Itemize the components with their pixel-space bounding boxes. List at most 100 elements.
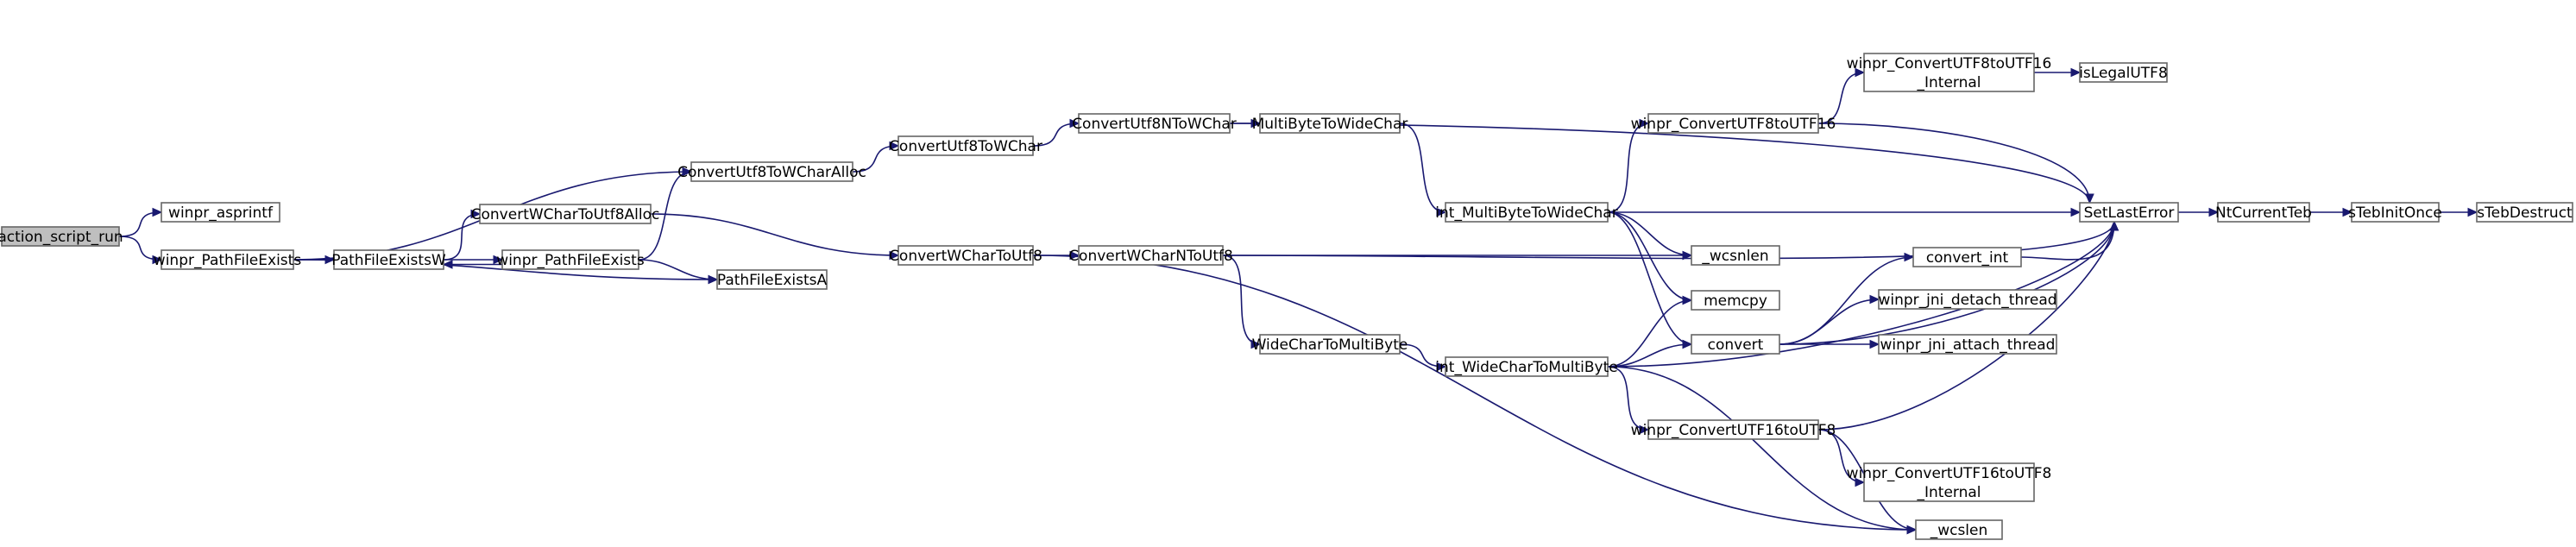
node-cwchartou8[interactable]: ConvertWCharToUtf8 (889, 245, 1042, 266)
edge-line (1607, 343, 1692, 368)
edge-line (118, 211, 162, 237)
node-asprintf[interactable]: winpr_asprintf (161, 202, 280, 223)
node-tebdestruct[interactable]: sTebDestruct (2476, 202, 2573, 223)
edge-line (443, 213, 481, 261)
edge-arrowhead (1250, 118, 1262, 129)
edge-arrowhead (470, 209, 482, 219)
node-jni-detach[interactable]: winpr_jni_detach_thread (1878, 289, 2057, 310)
node-label: winpr_ConvertUTF16toUTF8 (1631, 422, 1836, 439)
edges-layer (118, 67, 2478, 535)
node-pathfileexists[interactable]: winpr_PathFileExists (154, 249, 302, 270)
edge-line (1032, 255, 1917, 531)
edge (650, 213, 900, 261)
node-box (1691, 245, 1780, 266)
node-ntcurrentteb[interactable]: NtCurrentTeb (2215, 202, 2312, 223)
node-wcsnlen[interactable]: _wcsnlen (1691, 245, 1780, 266)
edge-line (1222, 221, 2115, 260)
edge-arrowhead (682, 167, 693, 177)
edge-arrowhead (152, 255, 163, 265)
node-label: PathFileExistsA (717, 272, 828, 289)
node-cwctou8alloc[interactable]: ConvertWCharToUtf8Alloc (471, 204, 660, 224)
node-box (898, 135, 1034, 156)
node-label: NtCurrentTeb (2215, 204, 2312, 222)
node-box (501, 249, 639, 270)
node-label: ConvertUtf8NToWChar (1072, 116, 1237, 133)
node-wctomb[interactable]: WideCharToMultiByte (1252, 334, 1408, 355)
node-box (1259, 113, 1401, 134)
node-mbtowc[interactable]: MultiByteToWideChar (1252, 113, 1408, 134)
node-tebinitonce[interactable]: sTebInitOnce (2348, 202, 2442, 223)
edge-arrowhead (2085, 193, 2094, 204)
edge (638, 167, 693, 261)
edge-arrowhead (1682, 295, 1693, 305)
edge (2439, 207, 2478, 217)
node-box (1912, 247, 2022, 267)
node-box (690, 161, 853, 182)
node-cu8ntowchar[interactable]: ConvertUtf8NToWChar (1072, 113, 1237, 134)
node-cvt16to8int[interactable]: winpr_ConvertUTF16toUTF8_Internal (1847, 462, 2052, 502)
node-label: PathFileExistsW (331, 252, 446, 269)
node-label: ConvertWCharToUtf8 (889, 248, 1042, 265)
node-label: convert_int (1926, 249, 2009, 267)
node-action[interactable]: action_script_run (0, 226, 123, 247)
node-convert[interactable]: convert (1691, 334, 1780, 355)
node-label: int_MultiByteToWideChar (1435, 204, 1617, 222)
nodes-layer: action_script_run winpr_asprintf winpr_Pat… (0, 53, 2573, 540)
node-box (898, 245, 1034, 266)
edge-arrowhead (1639, 424, 1650, 435)
edge-line (1607, 299, 1692, 368)
edge-arrowhead (2467, 207, 2478, 217)
node-pathfileexistsa[interactable]: PathFileExistsA (716, 269, 828, 290)
edge-arrowhead (2070, 67, 2082, 78)
edge-line (1779, 299, 1880, 345)
edge-line (1607, 211, 1692, 301)
node-label: WideCharToMultiByte (1252, 336, 1408, 354)
node-label: sTebDestruct (2477, 204, 2573, 222)
node-memcpy[interactable]: memcpy (1691, 290, 1780, 311)
node-label: convert (1708, 336, 1764, 354)
node-box (1, 226, 120, 247)
node-jni-attach[interactable]: winpr_jni_attach_thread (1878, 334, 2057, 355)
node-islegal[interactable]: isLegalUTF8 (2079, 62, 2168, 83)
edge-arrowhead (1069, 250, 1080, 261)
edge-arrowhead (1906, 525, 1918, 535)
node-label: isLegalUTF8 (2079, 65, 2168, 82)
edge-arrowhead (1869, 294, 1880, 305)
edge (118, 236, 163, 265)
node-box (161, 249, 294, 270)
node-cvt16to8[interactable]: winpr_ConvertUTF16toUTF8 (1631, 419, 1836, 440)
node-box (1078, 245, 1224, 266)
node-pathfileexistsw[interactable]: PathFileExistsW (331, 249, 446, 270)
node-cvt8to16int[interactable]: winpr_ConvertUTF8toUTF16_Internal (1847, 53, 2052, 92)
node-cu8toWalloc[interactable]: ConvertUtf8ToWCharAlloc (677, 161, 866, 182)
edge (2178, 207, 2220, 217)
node-int-mbtowc[interactable]: int_MultiByteToWideChar (1435, 202, 1618, 223)
node-box (1445, 202, 1609, 223)
node-label: SetLastError (2084, 204, 2175, 222)
edge-line (1607, 123, 1649, 213)
node-label: winpr_PathFileExists (496, 252, 645, 269)
node-wcslen[interactable]: _wcslen (1915, 519, 2003, 540)
edge (1607, 366, 1918, 535)
node-int-wctomb[interactable]: int_WideCharToMultiByte (1435, 356, 1618, 377)
node-label: winpr_PathFileExists (154, 252, 302, 269)
edge-arrowhead (1436, 362, 1447, 372)
edge-arrowhead (2342, 207, 2353, 217)
node-cu8towchar[interactable]: ConvertUtf8ToWChar (889, 135, 1042, 156)
node-box (1647, 113, 1819, 134)
edge (1779, 294, 1880, 345)
node-box (1691, 334, 1780, 355)
node-box (716, 269, 828, 290)
node-label: _Internal (1916, 484, 1981, 501)
node-cwcharntou8[interactable]: ConvertWCharNToUtf8 (1068, 245, 1233, 266)
node-setlasterror[interactable]: SetLastError (2079, 202, 2179, 223)
node-box (2217, 202, 2310, 223)
node-winpr-pfe[interactable]: winpr_PathFileExists (496, 249, 645, 270)
edge (1817, 67, 1866, 124)
edge-line (1779, 221, 2115, 345)
node-convert-int[interactable]: convert_int (1912, 247, 2022, 267)
node-cvt8to16[interactable]: winpr_ConvertUTF8toUTF16 (1631, 113, 1836, 134)
edge-line (1399, 123, 1446, 213)
edge-arrowhead (1069, 118, 1080, 129)
